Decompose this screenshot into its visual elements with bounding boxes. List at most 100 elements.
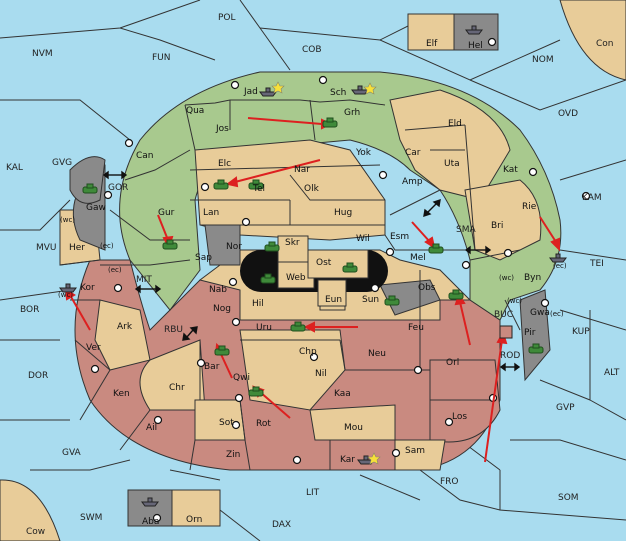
label-cob: COB <box>302 45 322 55</box>
label-mou: Mou <box>344 423 363 433</box>
label-elc: Elc <box>218 159 231 169</box>
label-gor: GOR <box>108 183 128 193</box>
label-wil: Wil <box>356 234 370 244</box>
coast-notes: (wc) (ec) (ec) (wc) (ec) (wc) (wc) (ec) <box>58 216 567 318</box>
label-fun: FUN <box>152 53 171 63</box>
label-mel: Mel <box>410 253 426 263</box>
label-los: Los <box>452 412 467 422</box>
label-her: Her <box>69 243 85 253</box>
label-sot: Sot <box>219 418 234 428</box>
label-nar: Nar <box>294 165 310 175</box>
label-aba: Aba <box>142 517 159 527</box>
label-byn: Byn <box>524 273 541 283</box>
label-amp: Amp <box>402 177 423 187</box>
supply-centers <box>90 37 591 523</box>
label-uru: Uru <box>256 323 272 333</box>
label-ovd: OVD <box>558 109 578 119</box>
label-eun: Eun <box>325 295 342 305</box>
label-swm: SWM <box>80 513 102 523</box>
label-esm: Esm <box>390 232 409 242</box>
label-tel: Tel <box>252 184 265 194</box>
region-pir <box>519 289 551 382</box>
label-hel: Hel <box>468 41 483 51</box>
label-sap: Sap <box>195 253 212 263</box>
label-hil: Hil <box>252 299 264 309</box>
region-sam <box>394 439 446 471</box>
label-car: Car <box>405 148 421 158</box>
label-nog: Nog <box>213 304 231 314</box>
label-jos: Jos <box>215 124 229 134</box>
label-uta: Uta <box>444 159 460 169</box>
label-nvm: NVM <box>32 49 53 59</box>
label-lan: Lan <box>203 208 219 218</box>
label-olk: Olk <box>304 184 320 194</box>
label-nom: NOM <box>532 55 554 65</box>
label-orn: Orn <box>186 515 202 525</box>
label-kam: KAM <box>582 193 602 203</box>
label-bar: Bar <box>204 362 220 372</box>
label-gwa: Gwa <box>530 308 550 318</box>
region-chp <box>239 329 346 411</box>
label-buc: BUC <box>494 310 513 320</box>
label-bri: Bri <box>491 221 503 231</box>
label-nil: Nil <box>315 369 327 379</box>
region-east-inner <box>389 89 511 201</box>
label-mit: MIT <box>136 275 152 285</box>
note-ec-gwa: (ec) <box>550 310 564 318</box>
label-elf: Elf <box>426 39 438 49</box>
label-chp: Chp <box>299 347 317 357</box>
label-mvu: MVU <box>36 243 57 253</box>
region-aba <box>127 489 173 527</box>
label-sun: Sun <box>362 295 379 305</box>
label-rbu: RBU <box>164 325 183 335</box>
label-tei: TEI <box>589 259 604 269</box>
label-yok: Yok <box>355 148 372 158</box>
label-kar: Kar <box>340 455 355 465</box>
note-ec-her: (ec) <box>100 242 114 250</box>
label-pir: Pir <box>524 328 536 338</box>
label-ken: Ken <box>113 389 130 399</box>
label-kal: KAL <box>6 163 23 173</box>
label-orl: Orl <box>446 358 459 368</box>
label-gvp: GVP <box>556 403 575 413</box>
label-fro: FRO <box>440 477 459 487</box>
retreat-marker <box>499 325 513 339</box>
label-kat: Kat <box>503 165 518 175</box>
label-som: SOM <box>558 493 579 503</box>
label-qua: Qua <box>186 106 204 116</box>
label-rot: Rot <box>256 419 271 429</box>
label-rod: ROD <box>500 351 520 361</box>
region-ark <box>94 299 151 371</box>
label-grh: Grh <box>344 108 360 118</box>
land-labels: Elf Hel Jad Sch Qua Grh Jos Eld Can Yok … <box>69 39 550 527</box>
label-kor: Kor <box>80 283 95 293</box>
label-obs: Obs <box>418 283 436 293</box>
label-nor: Nor <box>226 242 242 252</box>
region-eun <box>317 279 347 307</box>
label-neu: Neu <box>368 349 386 359</box>
label-qwi: Qwi <box>233 373 250 383</box>
label-sma: SMA <box>456 225 476 235</box>
label-zin: Zin <box>226 450 240 460</box>
army-units <box>82 117 544 397</box>
star-icons <box>271 81 381 465</box>
label-sam: Sam <box>405 446 425 456</box>
label-can: Can <box>136 151 154 161</box>
note-wc-her: (wc) <box>60 216 75 224</box>
label-skr: Skr <box>285 238 300 248</box>
label-con: Con <box>596 39 614 49</box>
sea-labels: POL NVM FUN COB NOM Con OVD KAL GVG GOR … <box>6 13 620 537</box>
label-ver: Ver <box>86 343 101 353</box>
label-lit: LIT <box>306 488 320 498</box>
label-gaw: Gaw <box>86 203 106 213</box>
region-ost <box>307 249 369 279</box>
label-kaa: Kaa <box>334 389 351 399</box>
label-gur: Gur <box>158 208 175 218</box>
label-pol: POL <box>218 13 236 23</box>
label-web: Web <box>286 273 306 283</box>
label-dor: DOR <box>28 371 48 381</box>
label-ail: Ail <box>146 423 157 433</box>
double-arrows <box>102 170 521 372</box>
